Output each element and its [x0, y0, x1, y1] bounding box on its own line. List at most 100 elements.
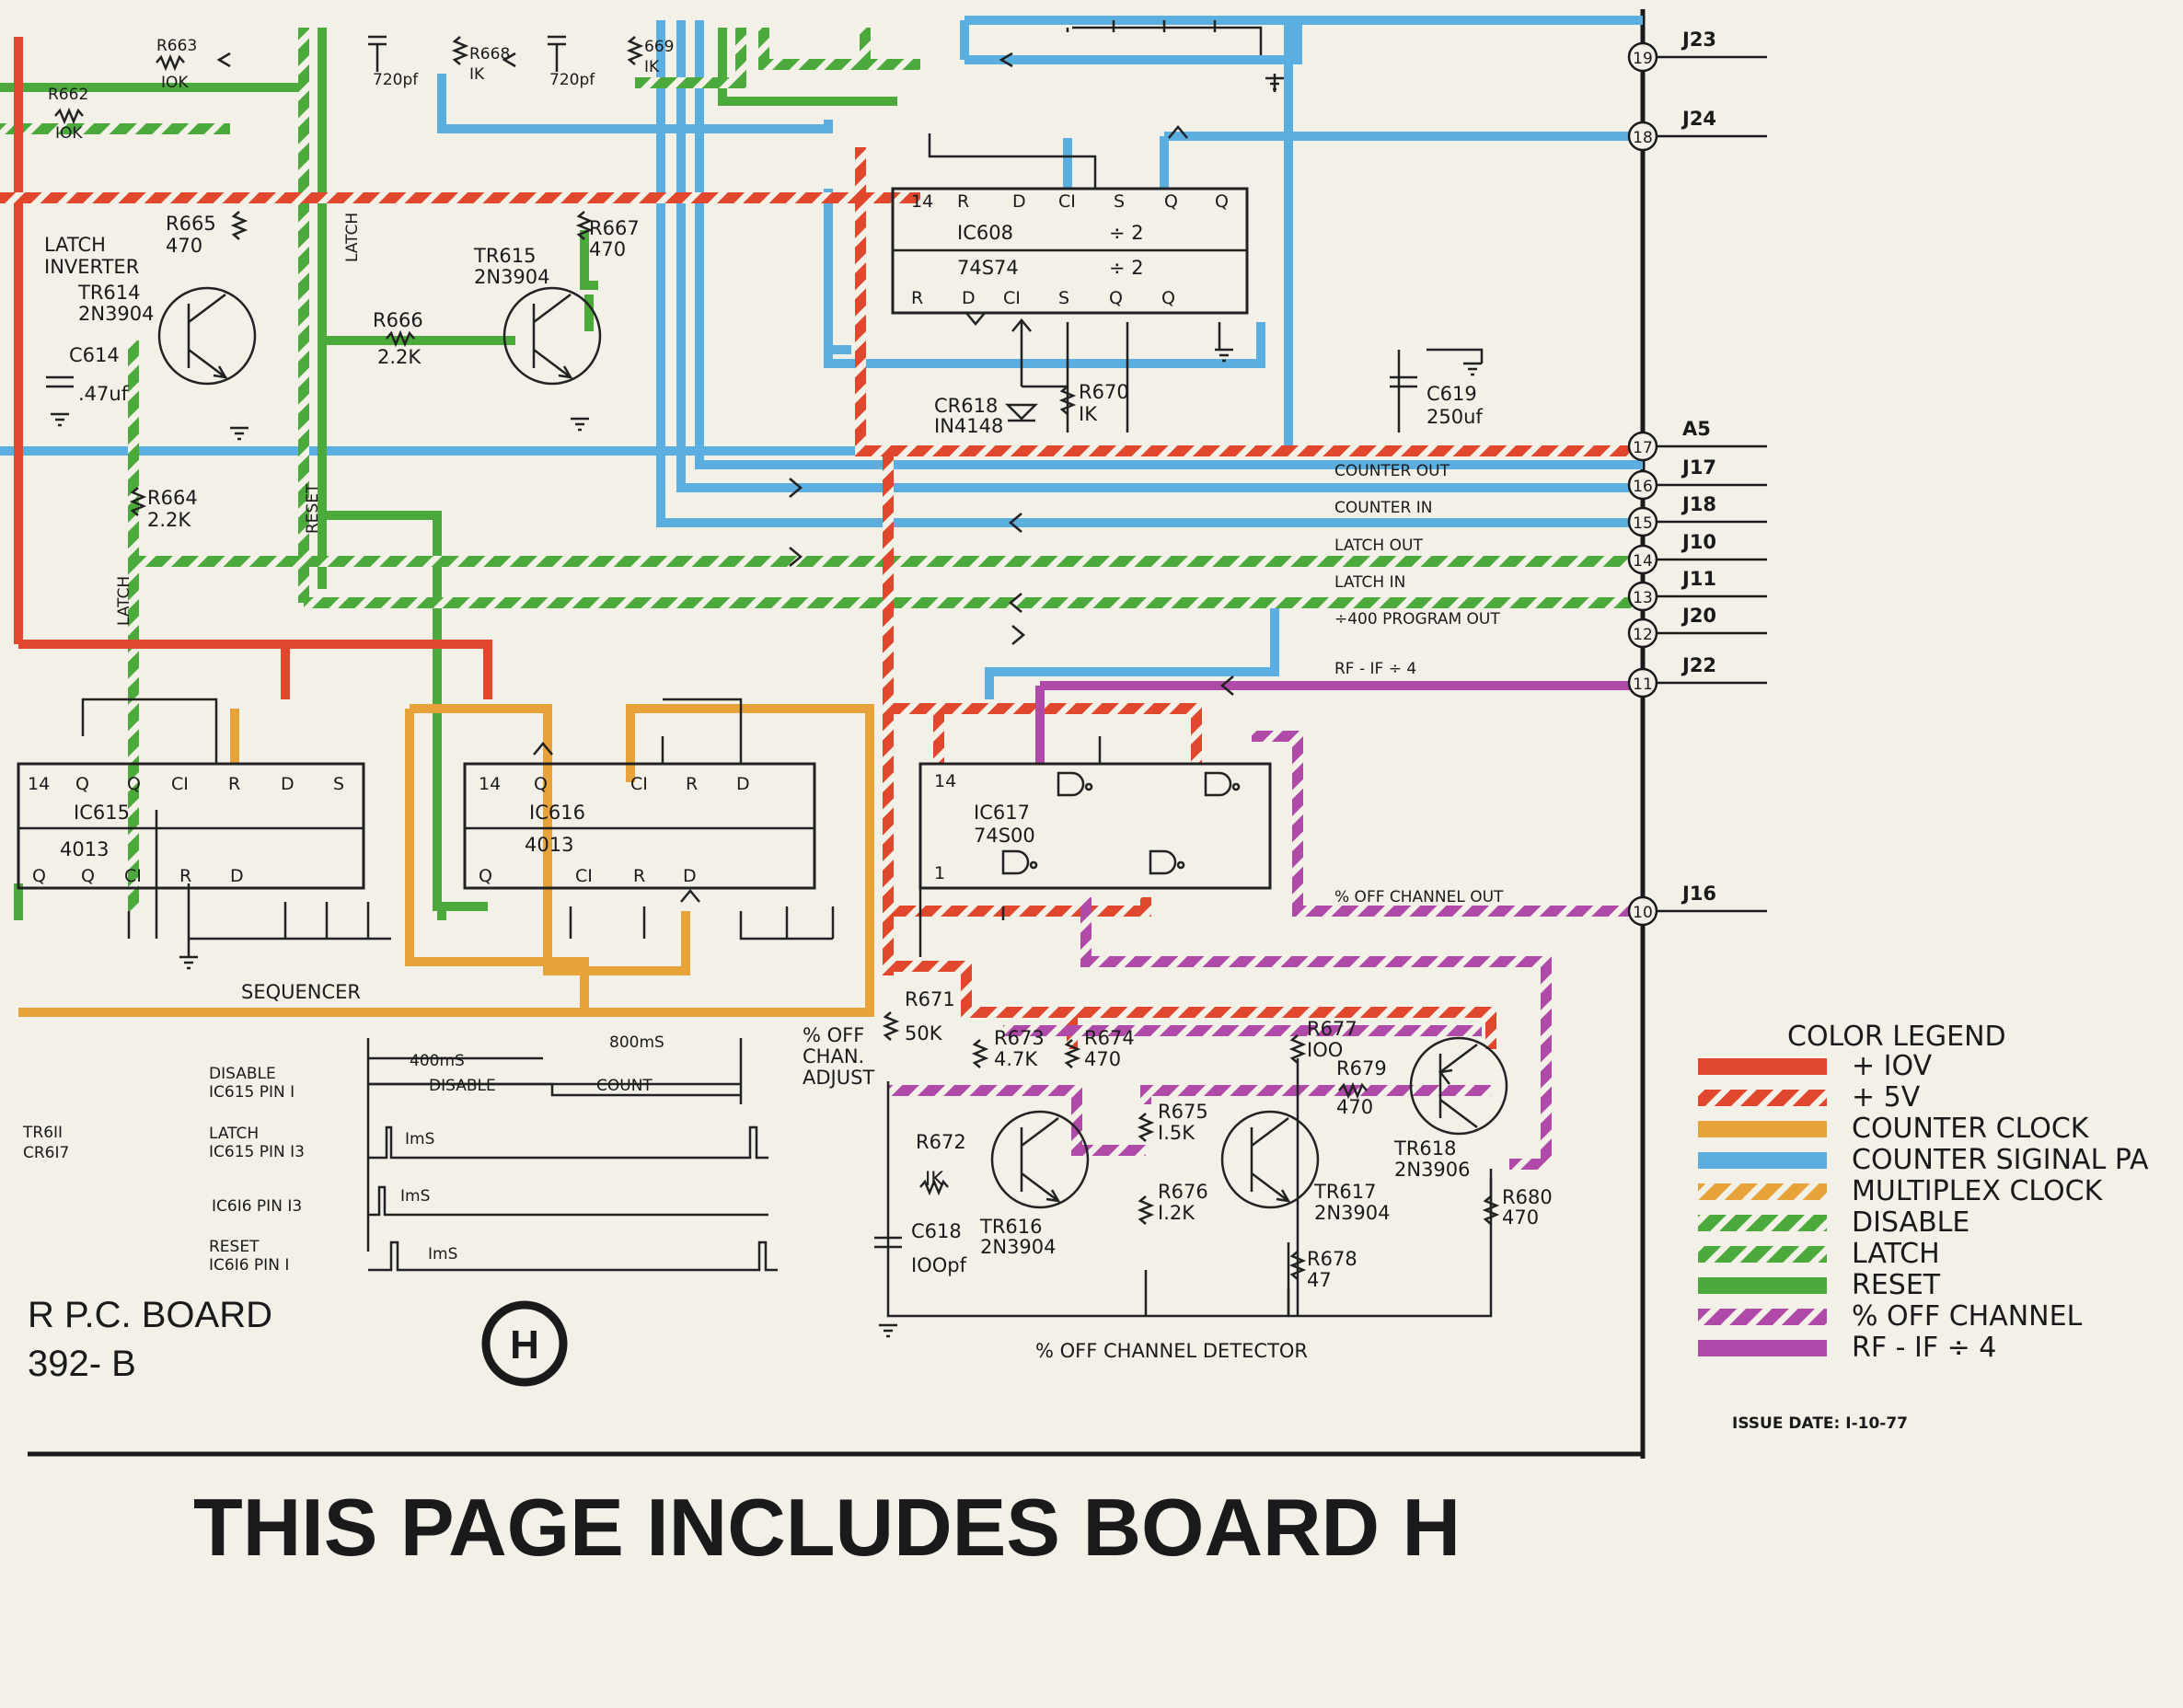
- c619-value: 250uf: [1426, 406, 1483, 428]
- r673-value: 4.7K: [994, 1048, 1038, 1070]
- tr618-ref: TR618: [1393, 1137, 1457, 1160]
- board-h-logo-letter: H: [510, 1322, 539, 1368]
- cr618-ref: CR618: [934, 395, 998, 417]
- ic616-bot-d: D: [683, 866, 697, 886]
- ic608-div2: ÷ 2: [1109, 257, 1144, 279]
- c619-ref: C619: [1426, 383, 1477, 405]
- r668-value: IK: [469, 65, 485, 84]
- off-adjust-2: CHAN.: [803, 1045, 864, 1068]
- tr618-part: 2N3906: [1394, 1159, 1471, 1181]
- ic615: 14 Q Q CI R D S IC615 4013 Q Q CI R D: [17, 762, 365, 890]
- ic615-bot-qbar: Q: [81, 866, 95, 886]
- connector-pin-number: 17: [1633, 439, 1653, 457]
- power-traces: [0, 37, 1643, 1049]
- r665-ref: R665: [166, 213, 216, 235]
- ic616-part: 4013: [525, 834, 573, 856]
- tr611-sub: CR6I7: [23, 1144, 69, 1162]
- ic615-bot-ci: CI: [124, 866, 142, 886]
- connector-signal-label: ÷400 PROGRAM OUT: [1334, 610, 1500, 629]
- latch-vertical-label-2: LATCH: [115, 576, 133, 626]
- tr615-part: 2N3904: [474, 266, 550, 288]
- connector-pin-circle: [1627, 617, 1658, 649]
- connector-name: J18: [1681, 493, 1716, 515]
- legend-entry: DISABLE: [1698, 1206, 1969, 1239]
- r663-ref: R663: [156, 37, 197, 55]
- connector-pin-number: 14: [1633, 552, 1653, 571]
- r663-value: IOK: [161, 74, 189, 92]
- r675-value: I.5K: [1158, 1122, 1195, 1144]
- connector-pin-circle: [1627, 506, 1658, 537]
- connector-name: J17: [1681, 456, 1716, 479]
- timing-row1-1: DISABLE: [209, 1065, 276, 1083]
- latch-inverter-2: INVERTER: [44, 256, 139, 278]
- ic608-ref: IC608: [957, 222, 1013, 244]
- legend-title: COLOR LEGEND: [1787, 1021, 2006, 1053]
- tr614-ref: TR614: [77, 282, 141, 304]
- connector-name: J11: [1681, 568, 1716, 590]
- connector-pin-number: 10: [1633, 904, 1653, 922]
- ic608-pin14: 14: [911, 191, 933, 212]
- timing-800ms: 800mS: [609, 1033, 664, 1052]
- legend-swatch: [1698, 1058, 1827, 1075]
- r666-value: 2.2K: [377, 346, 422, 368]
- c720b-value: 720pf: [549, 71, 595, 89]
- ic615-top-ci: CI: [171, 774, 189, 794]
- timing-row4-2: IC6I6 PIN I: [209, 1256, 289, 1275]
- ic608-bot-d: D: [962, 288, 976, 308]
- timing-row2-1: LATCH: [209, 1125, 259, 1143]
- r671-value: 50K: [905, 1022, 943, 1044]
- r665-value: 470: [166, 235, 202, 257]
- sequencer-label: SEQUENCER: [241, 981, 361, 1003]
- connector-j11: 13 J11 LATCH IN: [1334, 568, 1767, 612]
- r670-ref: R670: [1079, 381, 1129, 403]
- connector-name: J23: [1681, 29, 1716, 51]
- r674-ref: R674: [1084, 1027, 1135, 1049]
- issue-date: ISSUE DATE: I-10-77: [1732, 1414, 1908, 1433]
- timing-pulse-2: ImS: [400, 1187, 430, 1206]
- timing-pulse-3: ImS: [428, 1245, 457, 1264]
- legend-entry: RF - IF ÷ 4: [1698, 1332, 1996, 1364]
- tr617-part: 2N3904: [1314, 1202, 1391, 1224]
- timing-row4-1: RESET: [209, 1238, 260, 1256]
- ic608-top-s: S: [1114, 191, 1125, 212]
- ic615-top-r: R: [228, 774, 240, 794]
- connector-name: J22: [1681, 654, 1716, 676]
- r680-value: 470: [1502, 1206, 1539, 1229]
- c618-value: IOOpf: [911, 1254, 967, 1276]
- ic617: 14 IC617 74S00 1: [918, 762, 1272, 890]
- connector-pin-circle: [1627, 667, 1658, 698]
- legend-swatch: [1698, 1090, 1827, 1106]
- legend-label: COUNTER SIGINAL PA: [1852, 1144, 2149, 1176]
- legend-label: LATCH: [1852, 1238, 1940, 1270]
- connector-signal-label: LATCH IN: [1334, 573, 1405, 592]
- r673-ref: R673: [994, 1027, 1045, 1049]
- timing-count-seg: COUNT: [596, 1077, 653, 1095]
- connector-name: J10: [1681, 531, 1716, 553]
- tr616-ref: TR616: [979, 1216, 1043, 1238]
- legend-swatch: [1698, 1246, 1827, 1263]
- ic615-top-qbar: Q: [127, 774, 141, 794]
- r664-value: 2.2K: [147, 509, 191, 531]
- connector-signal-label: RF - IF ÷ 4: [1334, 660, 1416, 678]
- r667-value: 470: [589, 238, 626, 260]
- legend-swatch: [1698, 1340, 1827, 1356]
- c614-value: .47uf: [78, 383, 129, 405]
- ic616-bot-q: Q: [479, 866, 492, 886]
- connector-pin-number: 13: [1633, 589, 1653, 607]
- tr616-part: 2N3904: [980, 1236, 1057, 1258]
- page-banner: THIS PAGE INCLUDES BOARD H: [193, 1482, 1461, 1573]
- timing-diagram: 400mS 800mS DISABLE COUNT DISABLE IC615 …: [209, 1033, 778, 1275]
- legend-label: + 5V: [1852, 1081, 1921, 1114]
- r672-value: IK: [925, 1168, 944, 1190]
- r662-value: IOK: [55, 124, 83, 143]
- connector-name: J24: [1681, 108, 1716, 130]
- timing-pulse-1: ImS: [405, 1130, 434, 1148]
- off-adjust-1: % OFF: [803, 1024, 864, 1046]
- legend-swatch: [1698, 1121, 1827, 1137]
